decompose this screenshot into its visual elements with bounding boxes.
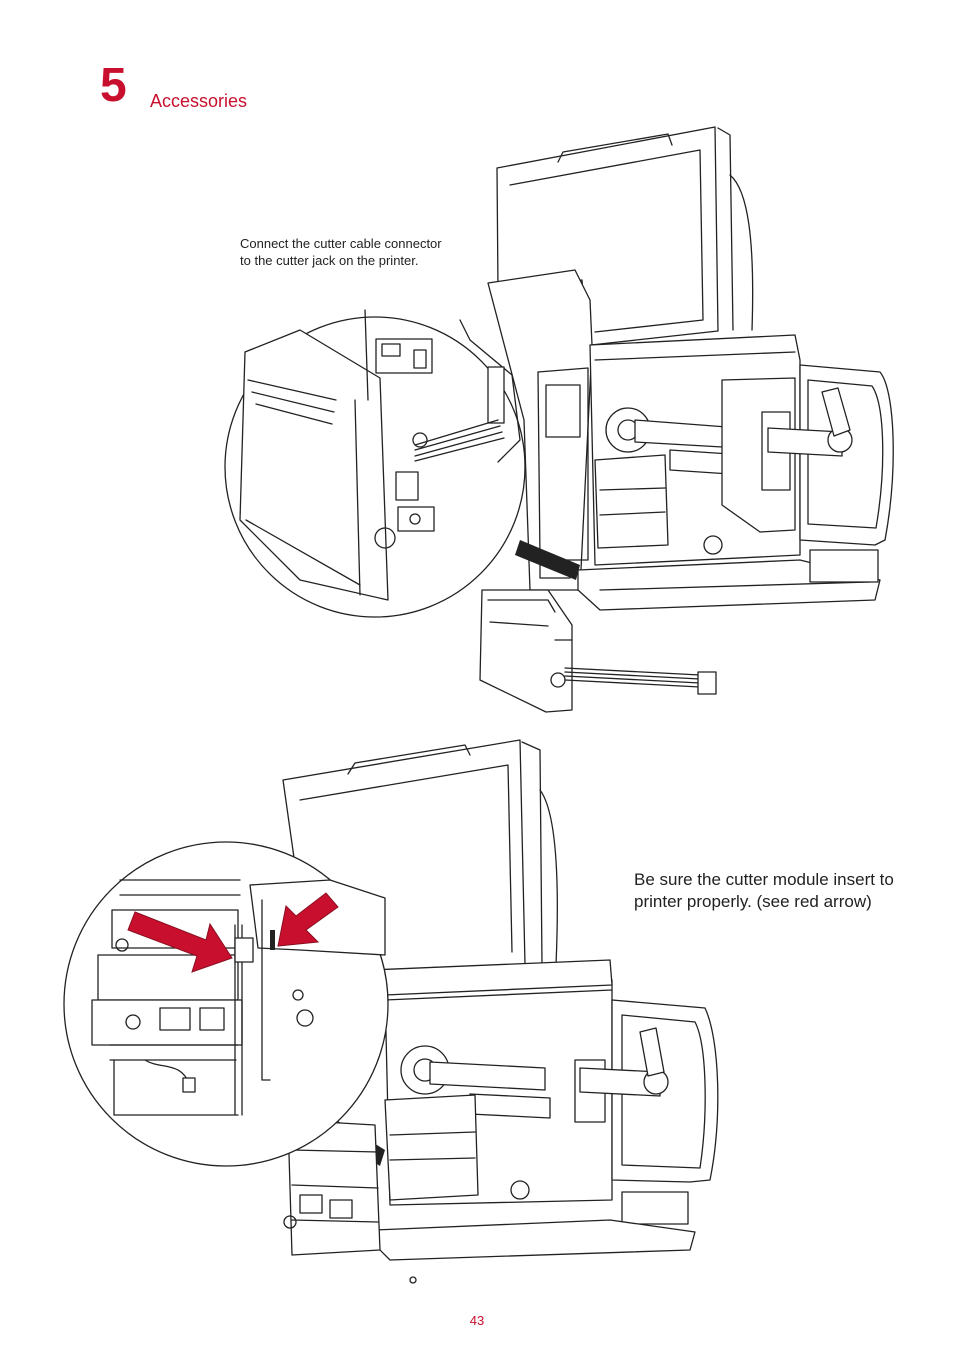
insertion-arrows	[127, 892, 339, 973]
caption-connect-cutter-cable: Connect the cutter cable connector to th…	[240, 236, 442, 268]
zoom-circle-cable-detail	[224, 309, 526, 618]
printer-illustration-bottom	[282, 739, 719, 1284]
red-arrow-icon	[277, 892, 339, 947]
chapter-number: 5	[100, 59, 127, 112]
chapter-title: Accessories	[150, 91, 248, 111]
red-arrow-icon	[127, 911, 233, 973]
figure-cutter-cable-connection	[224, 126, 894, 713]
page-number: 43	[469, 1313, 485, 1328]
printer-illustration-top	[479, 126, 894, 713]
zoom-circle-module-detail	[63, 841, 389, 1167]
caption-cutter-insertion: Be sure the cutter module insert to prin…	[634, 870, 894, 911]
